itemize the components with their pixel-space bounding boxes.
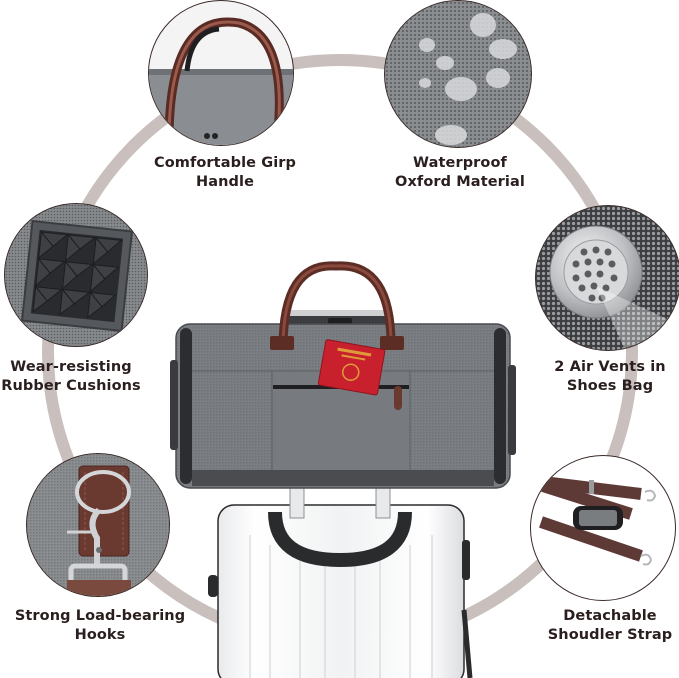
hook-icon [27,454,169,596]
feature-image-air-vents [535,205,679,351]
rubber-cushion-icon [5,204,147,346]
feature-label-line2: Handle [195,174,255,190]
air-vent-icon [536,206,679,350]
feature-image-rubber-cushions [4,203,148,347]
feature-label-line1: Strong Load-bearing [14,608,186,624]
feature-label-line2: Hooks [74,627,126,643]
feature-label-waterproof: Waterproof Oxford Material [375,154,545,192]
feature-label-air-vents: 2 Air Vents in Shoes Bag [540,358,679,396]
feature-label-grip-handle: Comfortable Girp Handle [130,154,320,192]
feature-label-rubber-cushions: Wear-resisting Rubber Cushions [0,358,146,396]
water-droplets-icon [385,1,531,147]
handle-icon [149,17,293,145]
feature-image-hooks [26,453,170,597]
feature-label-line2: Shoudler Strap [547,627,673,643]
feature-label-line2: Rubber Cushions [1,378,141,394]
feature-label-line1: Detachable [563,608,657,624]
feature-label-line2: Oxford Material [395,174,525,190]
passport [317,339,386,396]
feature-image-grip-handle [148,0,294,146]
feature-label-line2: Shoes Bag [566,378,654,394]
feature-label-line1: Comfortable Girp [153,155,297,171]
feature-label-line1: Wear-resisting [10,359,132,375]
feature-label-line1: Waterproof [413,155,507,171]
suitcase [208,504,473,678]
shoulder-strap-icon [539,476,657,566]
feature-label-shoulder-strap: Detachable Shoudler Strap [540,607,679,645]
feature-image-waterproof [384,0,532,148]
feature-label-hooks: Strong Load-bearing Hooks [2,607,198,645]
feature-image-shoulder-strap [530,455,676,601]
feature-label-line1: 2 Air Vents in [554,359,666,375]
